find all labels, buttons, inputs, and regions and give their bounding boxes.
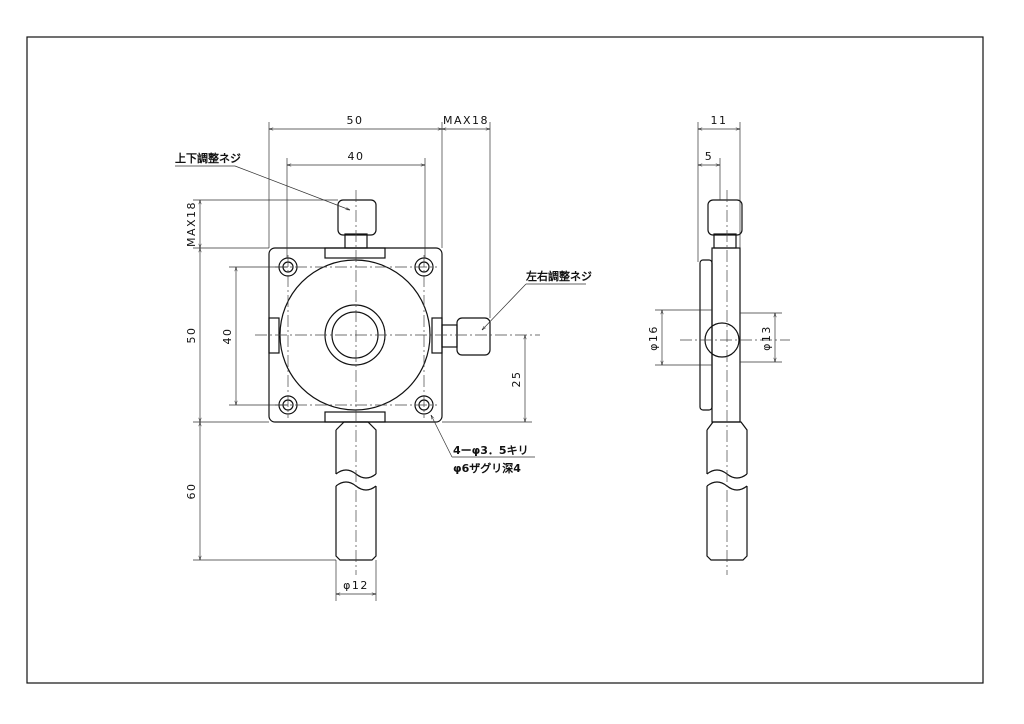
horizontal-adjust-knob bbox=[441, 317, 491, 356]
dim-hole-pitch-y: 40 bbox=[221, 328, 234, 345]
dim-max-knob-x: MAX18 bbox=[443, 114, 489, 127]
dim-post-diameter: φ12 bbox=[343, 579, 369, 592]
side-view bbox=[680, 190, 790, 575]
dim-outer-diameter: φ16 bbox=[647, 325, 660, 351]
vertical-adjust-knob bbox=[337, 199, 377, 249]
dim-max-knob-y: MAX18 bbox=[185, 201, 198, 247]
dim-offset: 5 bbox=[705, 150, 714, 163]
label-horizontal-screw: 左右調整ネジ bbox=[525, 269, 592, 283]
dim-center-height: 25 bbox=[510, 371, 523, 388]
front-dimensions: 50 MAX18 40 MAX18 50 40 60 25 φ12 bbox=[185, 114, 532, 601]
side-knob bbox=[707, 199, 743, 236]
dim-thickness: 11 bbox=[711, 114, 728, 127]
dim-height: 50 bbox=[185, 327, 198, 344]
front-view bbox=[255, 190, 540, 575]
dim-width: 50 bbox=[347, 114, 364, 127]
drawing-border bbox=[26, 36, 984, 684]
side-body bbox=[711, 247, 741, 423]
label-vertical-screw: 上下調整ネジ bbox=[175, 151, 241, 165]
annotations: 上下調整ネジ 左右調整ネジ 4ーφ3．5キリ φ6ザグリ深4 bbox=[175, 151, 592, 475]
dim-hole-pitch-x: 40 bbox=[348, 150, 365, 163]
label-hole-spec-1: 4ーφ3．5キリ bbox=[453, 444, 529, 457]
side-dimensions: 11 5 φ16 φ13 bbox=[647, 114, 782, 365]
label-hole-spec-2: φ6ザグリ深4 bbox=[453, 461, 521, 475]
dim-inner-diameter: φ13 bbox=[760, 325, 773, 351]
dim-post-length: 60 bbox=[185, 483, 198, 500]
